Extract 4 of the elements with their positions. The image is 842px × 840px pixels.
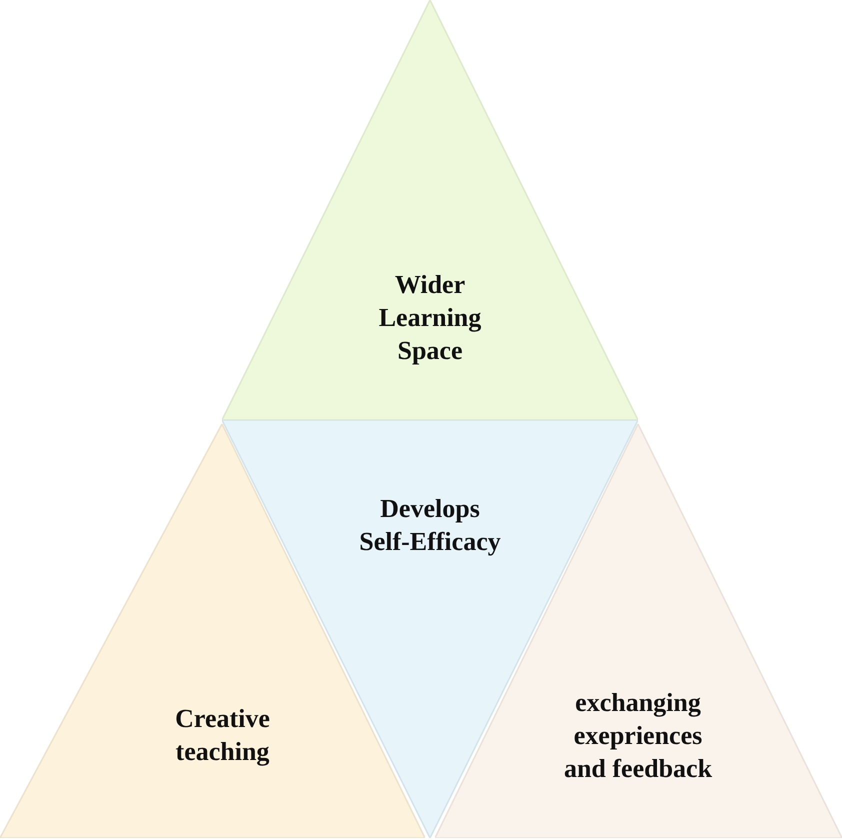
node-label: Creative teaching — [174, 703, 271, 768]
node-label: Develops Self-Efficacy — [358, 493, 502, 558]
node-label: exchanging exepriences and feedback — [563, 687, 713, 785]
node-label: Wider Learning Space — [378, 269, 482, 367]
